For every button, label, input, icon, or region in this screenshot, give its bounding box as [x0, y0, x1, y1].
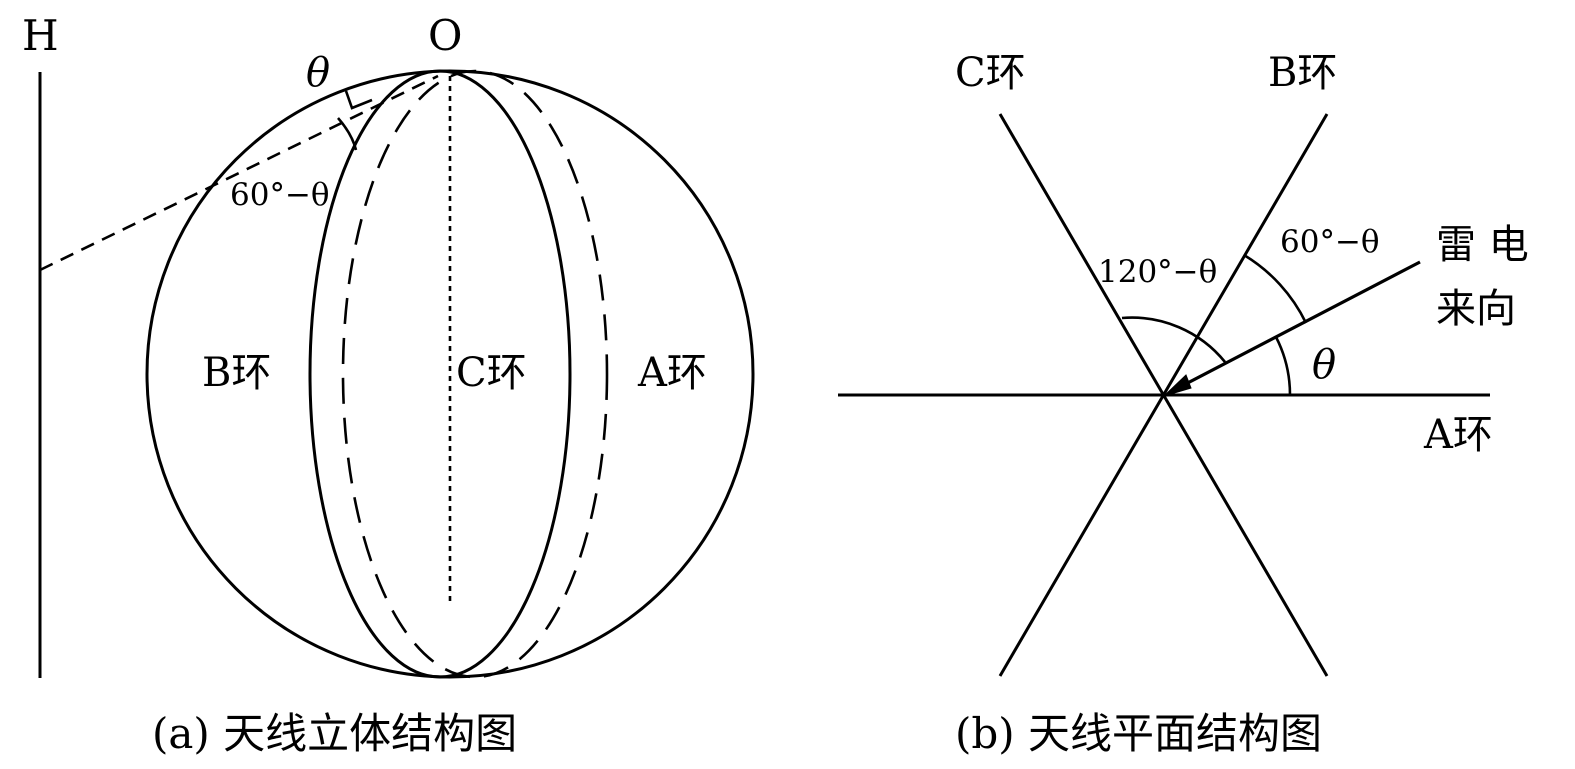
label-o: O	[428, 11, 462, 60]
label-theta-right: θ	[1312, 342, 1336, 388]
panel-3d-structure	[38, 69, 755, 679]
caption-left: (a) 天线立体结构图	[152, 709, 517, 758]
label-angle-60-minus-theta-right: 60°−θ	[1280, 224, 1380, 260]
ring-c-dashed-ellipse	[341, 69, 609, 679]
angle-60-minus-theta-arc	[337, 117, 358, 151]
label-b-ring-right: B环	[1268, 50, 1337, 96]
panel-plane-structure	[838, 113, 1490, 677]
caption-right: (b) 天线平面结构图	[955, 709, 1322, 758]
label-angle-120-minus-theta-right: 120°−θ	[1098, 254, 1217, 290]
angle-theta-marker	[344, 90, 373, 110]
label-a-ring-left: A环	[637, 350, 707, 396]
angle-60-minus-theta-arc-right	[1243, 253, 1308, 324]
label-a-ring-right: A环	[1423, 412, 1493, 458]
angle-120-minus-theta-arc-right	[1121, 316, 1227, 363]
label-c-ring-right: C环	[955, 50, 1026, 96]
angle-theta-arc-right	[1274, 336, 1292, 396]
lightning-direction-line	[1177, 260, 1421, 390]
label-angle-60-minus-theta-left: 60°−θ	[230, 177, 330, 213]
label-lightning-line2: 来向	[1436, 286, 1516, 332]
lightning-arrowhead	[1163, 374, 1192, 397]
label-lightning-line1: 雷 电	[1436, 222, 1529, 268]
label-c-ring-left: C环	[456, 350, 527, 396]
label-b-ring-left: B环	[202, 350, 271, 396]
label-theta-left: θ	[306, 50, 330, 96]
ring-b-solid-ellipse	[308, 69, 572, 679]
dashed-line-h-to-o	[39, 74, 439, 272]
c-ring-line	[998, 113, 1329, 677]
label-h: H	[22, 11, 59, 60]
